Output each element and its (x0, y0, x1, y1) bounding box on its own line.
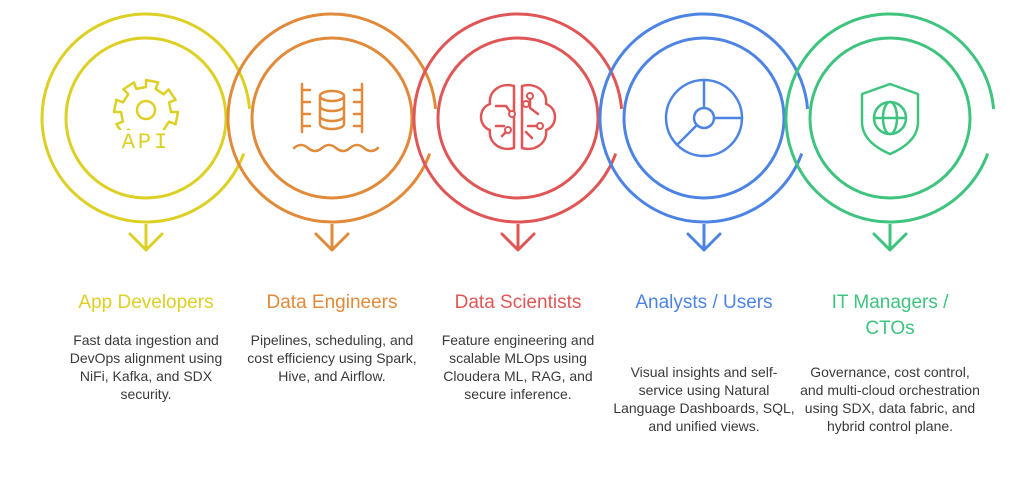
outer-ring (226, 12, 438, 224)
inner-ring (436, 36, 600, 200)
brain-left-icon (479, 83, 516, 151)
persona-title: App Developers (78, 292, 214, 313)
api-label-bg (118, 130, 174, 150)
database-pipeline-icon (292, 82, 380, 153)
chevron-down-icon (686, 232, 722, 252)
outer-ring (784, 12, 996, 224)
database-body (318, 94, 346, 131)
shield-icon (860, 82, 920, 156)
persona-title: IT Managers / CTOs (831, 292, 949, 339)
persona-title: Analysts / Users (635, 292, 773, 313)
circuit-lines (494, 96, 542, 140)
chevron-down-icon (500, 232, 536, 252)
shield-globe-icon (860, 82, 920, 156)
brain-right-icon (520, 83, 557, 151)
circuit-node (522, 100, 530, 108)
persona-ring-data-scientists (412, 12, 624, 252)
pie-divider (675, 123, 699, 147)
outer-ring (40, 12, 252, 224)
inner-ring (622, 36, 786, 200)
gear-hub (135, 99, 157, 121)
api-icon-text: API (122, 130, 171, 155)
gear-api-icon: API (112, 78, 180, 155)
inner-ring (250, 36, 414, 200)
persona-ring-it-managers-ctos (784, 12, 996, 252)
outer-ring (598, 12, 810, 224)
database-rings (318, 104, 346, 123)
chevron-down-icon (128, 232, 164, 252)
persona-data-scientists: Data Scientists Feature engineering and … (423, 0, 613, 491)
persona-app-developers: App Developers Fast data ingestion and D… (51, 0, 241, 491)
persona-it-managers-ctos: IT Managers / CTOs Governance, cost cont… (795, 0, 985, 491)
persona-title: Data Engineers (266, 292, 398, 313)
pie-chart-icon (664, 78, 744, 158)
persona-description: Visual insights and self-service using N… (613, 364, 795, 434)
circuit-node (526, 92, 534, 100)
persona-description: Feature engineering and scalable MLOps u… (441, 332, 595, 402)
chevron-down-icon (314, 232, 350, 252)
circuit-node (504, 126, 512, 134)
persona-ring-data-engineers (226, 12, 438, 252)
outer-ring (412, 12, 624, 224)
chevron-down-icon (872, 232, 908, 252)
data-lake-waves (292, 143, 380, 153)
persona-description: Pipelines, scheduling, and cost efficien… (247, 332, 417, 384)
persona-analysts-users: Analysts / Users Visual insights and sel… (609, 0, 799, 491)
circuit-node (508, 110, 516, 118)
persona-data-engineers: Data Engineers Pipelines, scheduling, an… (237, 0, 427, 491)
persona-title: Data Scientists (454, 292, 582, 313)
brain-circuit-icon (479, 83, 557, 151)
persona-description: Fast data ingestion and DevOps alignment… (69, 332, 223, 402)
persona-description: Governance, cost control, and multi-clou… (800, 364, 980, 434)
persona-ring-analysts-users (598, 12, 810, 252)
persona-ring-app-developers: API (40, 12, 252, 252)
circuit-node (536, 122, 544, 130)
